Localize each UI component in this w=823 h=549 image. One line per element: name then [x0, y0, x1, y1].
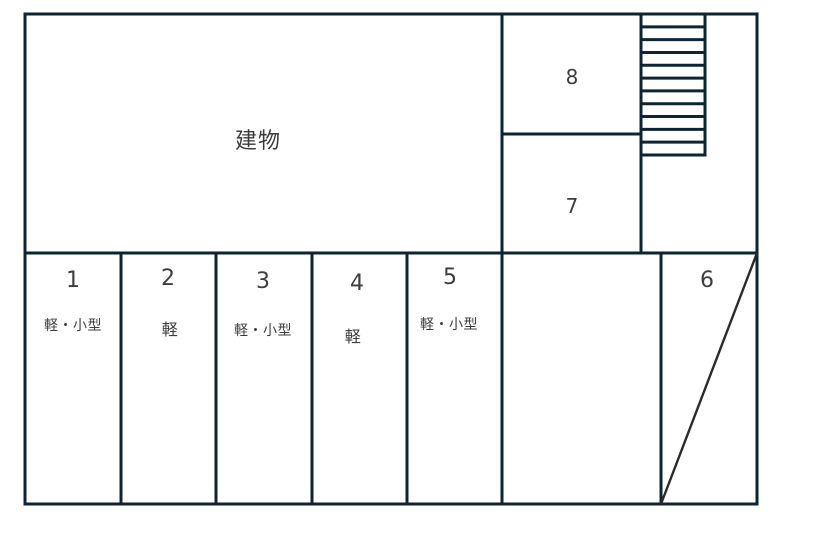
room-rect-8 — [500, 12, 643, 136]
parking-stall-rect[interactable] — [23, 251, 123, 506]
building-rect — [23, 12, 504, 255]
stall-type-4: 軽 — [344, 327, 362, 346]
parking-stall-rect[interactable] — [405, 251, 504, 506]
stall-number-2: 2 — [161, 266, 175, 291]
stall-type-5: 軽・小型 — [420, 317, 478, 333]
ramp-diagonal-line — [659, 252, 759, 505]
stall-number-3: 3 — [256, 269, 270, 294]
building-label: 建物 — [234, 129, 282, 154]
staircase-group — [639, 12, 707, 157]
building-block — [23, 12, 504, 255]
unlabeled-bay-rect — [500, 251, 663, 506]
unlabeled-bay-group — [500, 251, 663, 506]
room-blocks — [500, 12, 643, 255]
room-label-8: 8 — [565, 65, 579, 89]
parking-stall-rects — [23, 251, 504, 506]
ramp-stall-group — [659, 251, 759, 506]
stall-number-4: 4 — [350, 271, 364, 296]
stall-type-1: 軽・小型 — [44, 318, 102, 334]
stall-type-3: 軽・小型 — [234, 323, 292, 339]
ramp-stall-number-6: 6 — [700, 268, 714, 293]
staircase-outline — [639, 12, 707, 157]
parking-stall-rect[interactable] — [310, 251, 409, 506]
stall-type-2: 軽 — [161, 320, 179, 339]
stall-number-1: 1 — [66, 268, 80, 293]
stall-number-5: 5 — [443, 265, 457, 290]
room-label-7: 7 — [565, 194, 579, 218]
room-rect-7 — [500, 132, 643, 255]
